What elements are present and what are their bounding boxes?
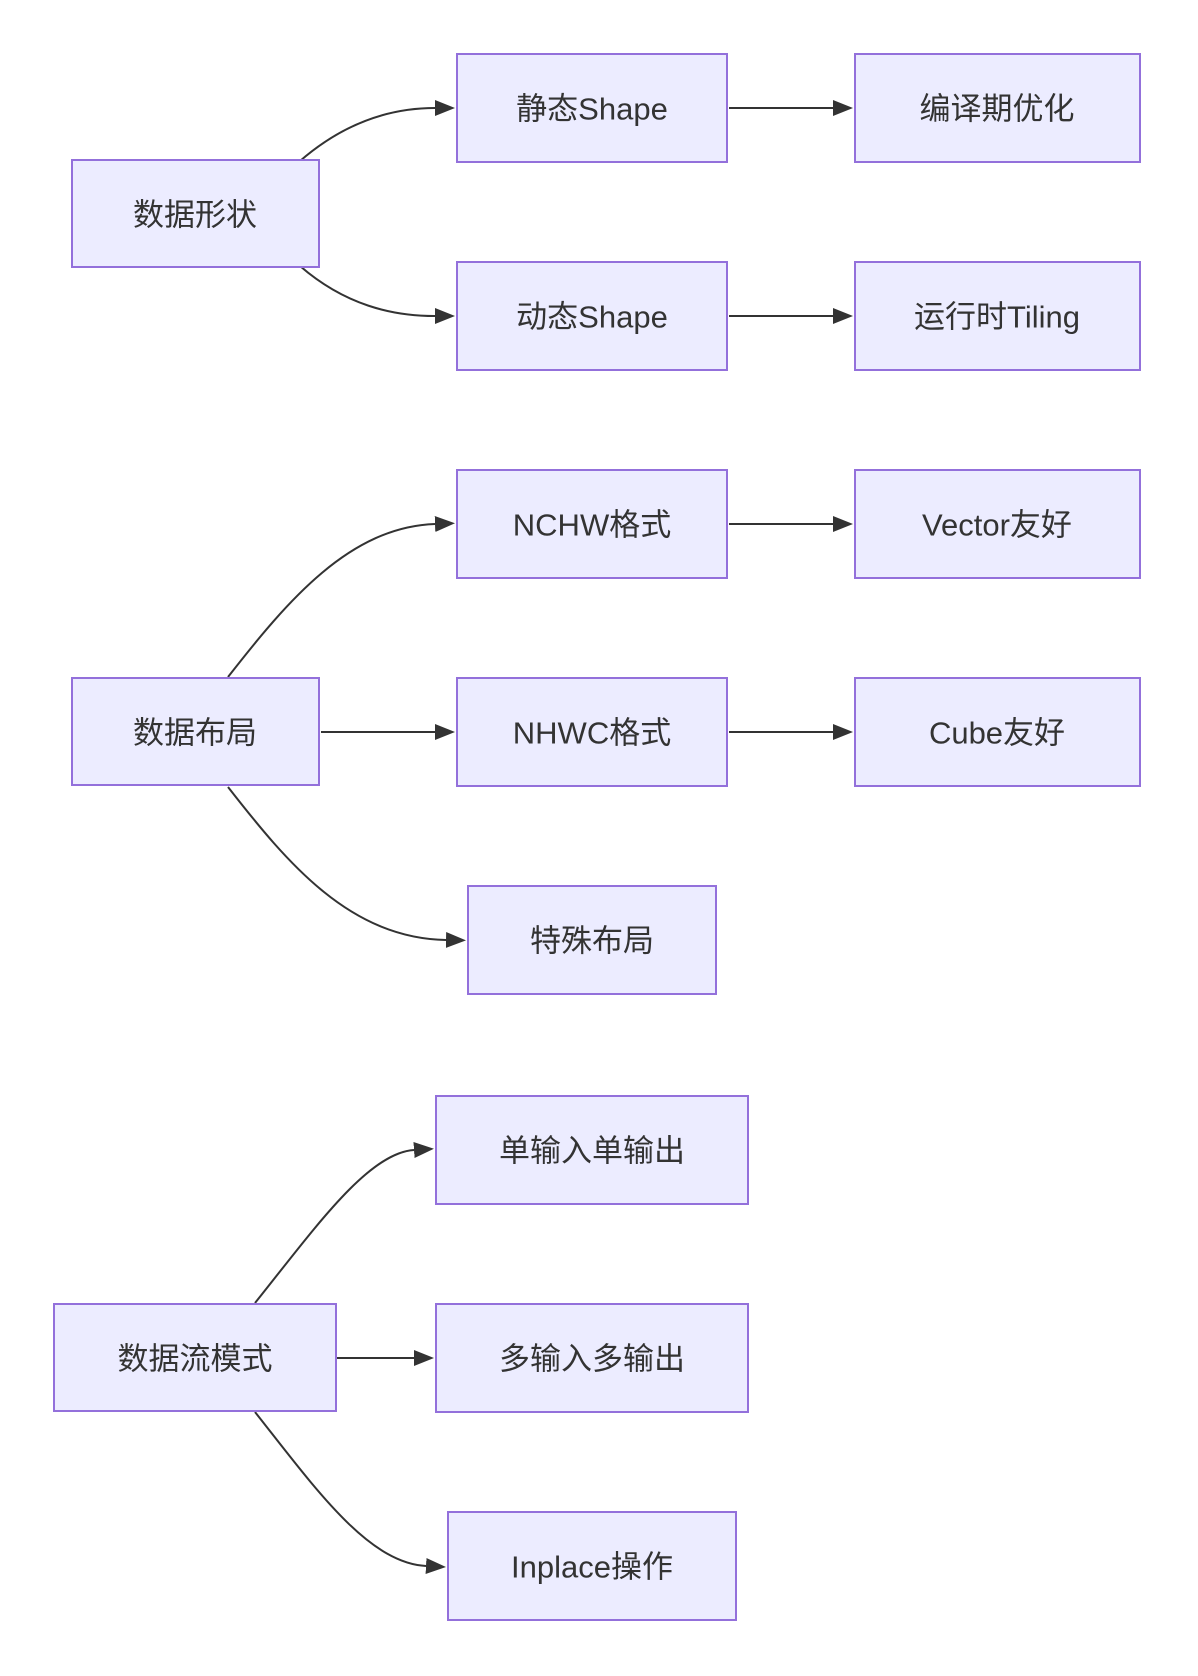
node-dataflow-mode-label: 数据流模式 [118, 1342, 273, 1377]
node-dynamic-shape-box [456, 261, 728, 371]
node-data-layout-box [71, 677, 320, 786]
node-data-layout: 数据布局 [71, 677, 320, 786]
node-compile-time-opt: 编译期优化 [854, 53, 1141, 163]
edge-dataflow-to-inplace [254, 1411, 446, 1574]
node-data-shape-box [71, 159, 320, 268]
node-data-shape-label: 数据形状 [133, 198, 257, 233]
node-vector-friendly-label: Vector友好 [922, 508, 1072, 543]
node-special-layout-box [467, 885, 717, 995]
node-mimo-label: 多输入多输出 [499, 1342, 685, 1377]
node-mimo-box [435, 1303, 749, 1413]
node-data-shape: 数据形状 [71, 159, 320, 268]
node-nhwc-format: NHWC格式 [456, 677, 728, 787]
node-dynamic-shape-label: 动态Shape [516, 300, 668, 335]
node-static-shape-label: 静态Shape [516, 92, 668, 127]
node-mimo: 多输入多输出 [435, 1303, 749, 1413]
node-inplace-op-label: Inplace操作 [511, 1550, 673, 1585]
node-compile-time-opt-box [854, 53, 1141, 163]
node-runtime-tiling: 运行时Tiling [854, 261, 1141, 371]
edge-data-shape-to-static-shape [299, 100, 455, 162]
node-nchw-format-box [456, 469, 728, 579]
node-vector-friendly-box [854, 469, 1141, 579]
node-siso: 单输入单输出 [435, 1095, 749, 1205]
node-data-layout-label: 数据布局 [133, 716, 257, 751]
node-special-layout: 特殊布局 [467, 885, 717, 995]
node-nchw-format: NCHW格式 [456, 469, 728, 579]
node-inplace-op: Inplace操作 [447, 1511, 737, 1621]
node-layer: 数据形状 静态Shape 编译期优化 动态Shape 运行时Tiling [53, 53, 1141, 1621]
node-inplace-op-box [447, 1511, 737, 1621]
node-cube-friendly-label: Cube友好 [929, 716, 1065, 751]
node-special-layout-label: 特殊布局 [530, 924, 654, 959]
node-dynamic-shape: 动态Shape [456, 261, 728, 371]
node-compile-time-opt-label: 编译期优化 [920, 92, 1075, 127]
edge-layer [227, 100, 853, 1574]
node-nhwc-format-box [456, 677, 728, 787]
node-siso-box [435, 1095, 749, 1205]
node-siso-label: 单输入单输出 [499, 1134, 685, 1169]
node-nhwc-format-label: NHWC格式 [513, 716, 671, 751]
edge-data-shape-to-dynamic-shape [299, 265, 455, 324]
node-dataflow-mode: 数据流模式 [53, 1303, 337, 1412]
edge-dataflow-to-siso [254, 1142, 434, 1304]
node-runtime-tiling-box [854, 261, 1141, 371]
edge-data-layout-to-nchw [227, 516, 455, 678]
edge-data-layout-to-special-layout [227, 786, 466, 948]
node-runtime-tiling-label: 运行时Tiling [914, 300, 1080, 335]
node-nchw-format-label: NCHW格式 [513, 508, 671, 543]
node-vector-friendly: Vector友好 [854, 469, 1141, 579]
node-static-shape-box [456, 53, 728, 163]
node-dataflow-mode-box [53, 1303, 337, 1412]
node-static-shape: 静态Shape [456, 53, 728, 163]
node-cube-friendly-box [854, 677, 1141, 787]
node-cube-friendly: Cube友好 [854, 677, 1141, 787]
